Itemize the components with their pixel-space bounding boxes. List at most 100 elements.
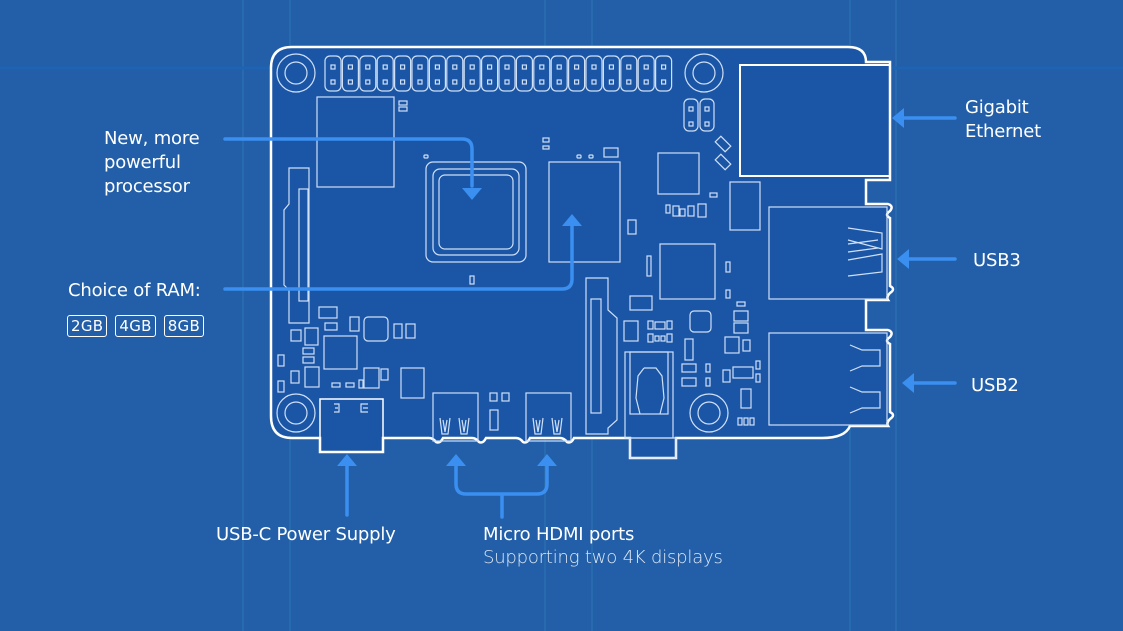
ram-chip [548, 161, 621, 263]
board-outline [269, 45, 895, 460]
gpio-pin [469, 79, 475, 85]
gpio-pin [469, 64, 475, 70]
board [269, 45, 895, 460]
gpio-pin-pair [602, 55, 621, 92]
mounting-hole-icon [276, 53, 729, 433]
gpio-pin [608, 64, 615, 70]
gpio-pin [573, 79, 580, 85]
components [276, 53, 891, 459]
usb2-label: USB2 [971, 375, 1019, 396]
gpio-pin [521, 79, 528, 85]
callout-arrows [223, 116, 957, 519]
usb3-port [768, 206, 888, 300]
hdmi-sublabel: Supporting two 4K displays [483, 547, 723, 568]
usb2-port [768, 332, 888, 426]
ram-option-2gb: 2GB [67, 315, 108, 337]
gpio-pin [539, 64, 545, 70]
processor-label: New, more powerful processor [104, 128, 200, 197]
gpio-pin [330, 64, 336, 70]
gpio-pin-pair [481, 55, 499, 92]
gpio-pin [591, 64, 597, 70]
gpio-pin-pair [637, 55, 655, 92]
ram-option-4gb: 4GB [115, 315, 156, 337]
gpio-pin [643, 79, 649, 85]
processor-arrowhead-icon [462, 188, 482, 200]
gpio-pin [400, 79, 406, 85]
gpio-pin [487, 64, 493, 70]
gpio-pin [626, 64, 632, 70]
ethernet-arrowhead-icon [892, 108, 904, 128]
gpio-pin-pair [654, 55, 673, 92]
gpio-pin-pair [394, 55, 412, 92]
ram-label: Choice of RAM: [68, 280, 201, 301]
ram-options: 2GB 4GB 8GB [67, 315, 205, 337]
gpio-pin [626, 79, 632, 85]
gpio-pin [452, 64, 458, 70]
soc-io-chip [659, 243, 716, 300]
gpio-pin [434, 79, 440, 85]
usb2-arrowhead-icon [902, 373, 914, 393]
gpio-pin [347, 79, 353, 85]
gpio-pin [382, 64, 388, 70]
gpio-pin [608, 79, 615, 85]
ram-option-8gb: 8GB [163, 315, 205, 337]
audio-jack [624, 351, 677, 459]
micro-hdmi-port-1 [525, 392, 572, 442]
gpio-pin [330, 79, 336, 85]
usbc-port [319, 398, 384, 453]
gpio-pin [539, 79, 545, 85]
hdmi-arrow [454, 461, 549, 519]
gpio-pin-pair [498, 55, 516, 92]
gpio-pin-pair [620, 55, 638, 92]
gpio-pin [400, 64, 406, 70]
ethernet-label: Gigabit Ethernet [965, 97, 1041, 142]
gpio-pin [487, 79, 493, 85]
gpio-pin [573, 64, 580, 70]
gpio-pin-pair [359, 55, 377, 92]
gpio-pin [434, 64, 440, 70]
gpio-pin-pair [341, 55, 359, 92]
power-label: USB-C Power Supply [216, 524, 396, 545]
gpio-pin-pair [446, 55, 464, 92]
gpio-pin-pair [411, 55, 429, 92]
camera-connector [585, 277, 618, 435]
gpio-pin [504, 64, 510, 70]
gpio-pin [521, 64, 528, 70]
gpio-pin-pair [515, 55, 534, 92]
gpio-pin [643, 64, 649, 70]
gpio-pin-pair [463, 55, 481, 92]
ram-arrow [223, 220, 574, 291]
gpio-pin-pair [567, 55, 586, 92]
gpio-header [324, 55, 673, 92]
hdmi-label: Micro HDMI ports [483, 524, 635, 545]
usb-controller-chip [657, 152, 700, 195]
gpio-pin [365, 79, 371, 85]
gpio-pin [452, 79, 458, 85]
gpio-pin [365, 64, 371, 70]
gpio-pin [417, 64, 423, 70]
power-arrowhead-icon [337, 454, 357, 466]
gpio-pin [504, 79, 510, 85]
micro-hdmi-port-0 [432, 392, 479, 442]
gpio-pin-pair [428, 55, 446, 92]
gpio-pin [556, 64, 562, 70]
processor-arrow [223, 137, 474, 188]
gpio-pin-pair [533, 55, 551, 92]
poe-header [683, 98, 715, 132]
gpio-pin [591, 79, 597, 85]
gpio-pin [417, 79, 423, 85]
gpio-pin-pair [550, 55, 568, 92]
gpio-pin-pair [585, 55, 603, 92]
processor-chip [425, 161, 527, 263]
gpio-pin-pair [376, 55, 394, 92]
pmic-chip [323, 335, 358, 370]
usb3-label: USB3 [973, 250, 1021, 271]
usb3-arrowhead-icon [897, 249, 909, 269]
gpio-pin [660, 64, 667, 70]
ram-arrowhead-icon [562, 214, 582, 226]
arrow-heads [337, 108, 914, 466]
gpio-pin [382, 79, 388, 85]
hdmi-arrowhead-1-icon [537, 454, 557, 466]
ethernet-port [739, 64, 891, 177]
